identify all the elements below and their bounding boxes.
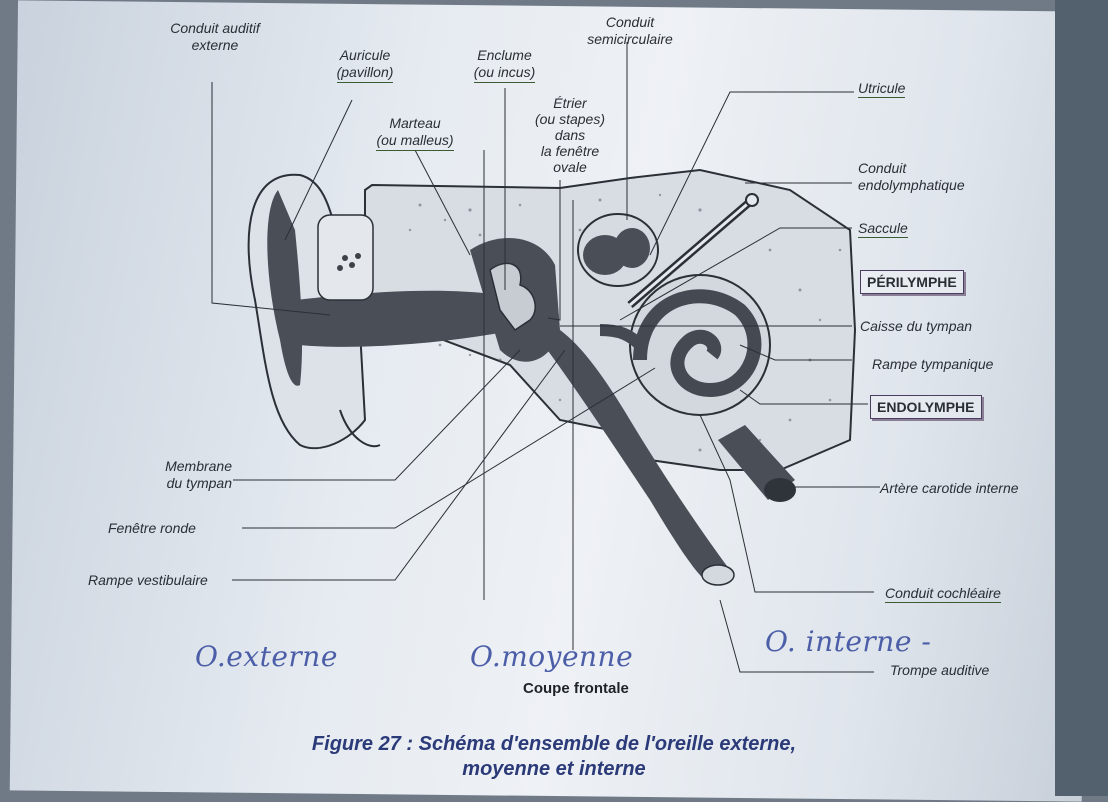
label-utricule: Utricule [858, 80, 906, 98]
label-conduit-endolymphatique: Conduit endolymphatique [858, 160, 965, 193]
label-membrane-du-tympan: Membrane du tympan [165, 458, 232, 491]
handwritten-interne: O. interne - [765, 625, 932, 658]
label-caisse-du-tympan: Caisse du tympan [860, 318, 973, 334]
semicircular-canals [577, 213, 659, 287]
eustachian-tube [540, 330, 730, 585]
label-conduit-auditif-externe: Conduit auditif externe [170, 20, 260, 53]
label-rampe-tympanique: Rampe tympanique [872, 356, 994, 372]
carotid-artery [718, 425, 796, 502]
coupe-frontale: Coupe frontale [523, 680, 629, 697]
label-endolymphe: ENDOLYMPHE [870, 395, 982, 419]
label-artere-carotide: Artère carotide interne [880, 480, 1019, 496]
label-conduit-semicirculaire: Conduit semicirculaire [587, 14, 673, 47]
label-auricule: Auricule (pavillon) [325, 47, 405, 83]
label-perilymphe: PÉRILYMPHE [860, 270, 964, 294]
handwritten-moyenne: O.moyenne [470, 640, 634, 673]
label-enclume: Enclume (ou incus) [462, 47, 547, 83]
label-fenetre-ronde: Fenêtre ronde [108, 520, 196, 536]
label-trompe-auditive: Trompe auditive [890, 662, 990, 678]
page-edge-shadow [1055, 0, 1108, 796]
external-canal [295, 290, 515, 347]
auricle-inner-dark [267, 190, 303, 386]
leader-lines [211, 42, 880, 673]
handwritten-externe: O.externe [195, 640, 338, 673]
label-marteau: Marteau (ou malleus) [355, 115, 475, 151]
label-etrier: Étrier (ou stapes) dans la fenêtre ovale [534, 95, 606, 175]
figure-caption: Figure 27 : Schéma d'ensemble de l'oreil… [311, 733, 797, 780]
cochlea [599, 274, 771, 416]
ossicles [489, 262, 536, 332]
label-conduit-cochleaire: Conduit cochléaire [885, 585, 1001, 603]
tube-opening [701, 564, 735, 586]
label-saccule: Saccule [858, 220, 908, 238]
label-rampe-vestibulaire: Rampe vestibulaire [88, 572, 208, 588]
lobe [339, 409, 381, 448]
mastoid-dots [337, 253, 361, 271]
